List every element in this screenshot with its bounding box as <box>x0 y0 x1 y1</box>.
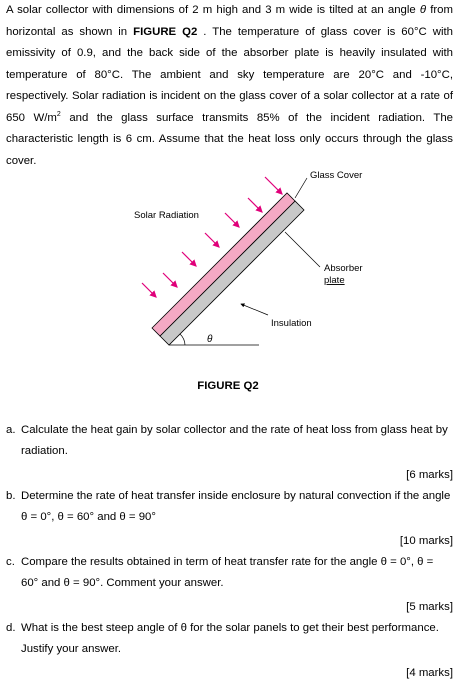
question-list: a. Calculate the heat gain by solar coll… <box>6 420 453 684</box>
question-text: What is the best steep angle of θ for th… <box>21 622 439 655</box>
label-solar-radiation: Solar Radiation <box>134 210 199 221</box>
question-b: b. Determine the rate of heat transfer i… <box>6 486 453 552</box>
marks-label: [5 marks] <box>406 601 453 613</box>
theta-symbol: θ <box>419 4 427 16</box>
intro-text-1: A solar collector with dimensions of 2 m… <box>6 4 420 16</box>
radiation-arrow <box>224 212 240 228</box>
marks-label: [10 marks] <box>399 535 453 547</box>
intro-text-2: from horizontal as shown in <box>6 4 453 38</box>
question-letter: c. <box>6 556 15 568</box>
marks-label: [6 marks] <box>406 469 453 481</box>
intro-text-4: and the glass surface transmits 85% of t… <box>6 111 453 167</box>
radiation-arrow <box>247 197 263 213</box>
question-letter: d. <box>6 622 16 634</box>
label-glass-cover: Glass Cover <box>310 170 362 181</box>
question-text: Determine the rate of heat transfer insi… <box>21 490 451 523</box>
solar-collector-figure: Glass Cover Solar Radiation Absorber pla… <box>0 160 456 400</box>
question-d: d. What is the best steep angle of θ for… <box>6 618 453 684</box>
radiation-arrow <box>162 272 178 288</box>
question-letter: a. <box>6 424 16 436</box>
superscript-2: 2 <box>56 110 61 118</box>
radiation-arrow <box>264 176 283 195</box>
question-text: Compare the results obtained in term of … <box>21 556 434 589</box>
question-letter: b. <box>6 490 16 502</box>
insulation-arrow <box>240 303 269 316</box>
label-absorber: Absorber <box>324 263 363 274</box>
intro-text-3: . The temperature of glass cover is 60°C… <box>6 25 453 124</box>
radiation-arrow <box>204 232 220 248</box>
label-absorber-plate: plate <box>324 275 345 286</box>
figure-reference: FIGURE Q2 <box>133 25 198 38</box>
label-theta: θ <box>207 334 213 345</box>
problem-statement: A solar collector with dimensions of 2 m… <box>6 0 453 172</box>
question-c: c. Compare the results obtained in term … <box>6 552 453 618</box>
marks-label: [4 marks] <box>406 667 453 679</box>
solar-collector-diagram: Glass Cover Solar Radiation Absorber pla… <box>134 170 363 346</box>
glass-cover <box>151 192 296 337</box>
absorber-leader <box>284 231 321 268</box>
radiation-arrow <box>181 251 197 267</box>
label-insulation: Insulation <box>271 318 312 329</box>
radiation-arrow <box>141 282 157 298</box>
glass-cover-leader <box>294 177 308 199</box>
question-text: Calculate the heat gain by solar collect… <box>21 424 448 457</box>
figure-caption: FIGURE Q2 <box>197 380 259 392</box>
question-a: a. Calculate the heat gain by solar coll… <box>6 420 453 486</box>
angle-arc <box>179 333 186 346</box>
